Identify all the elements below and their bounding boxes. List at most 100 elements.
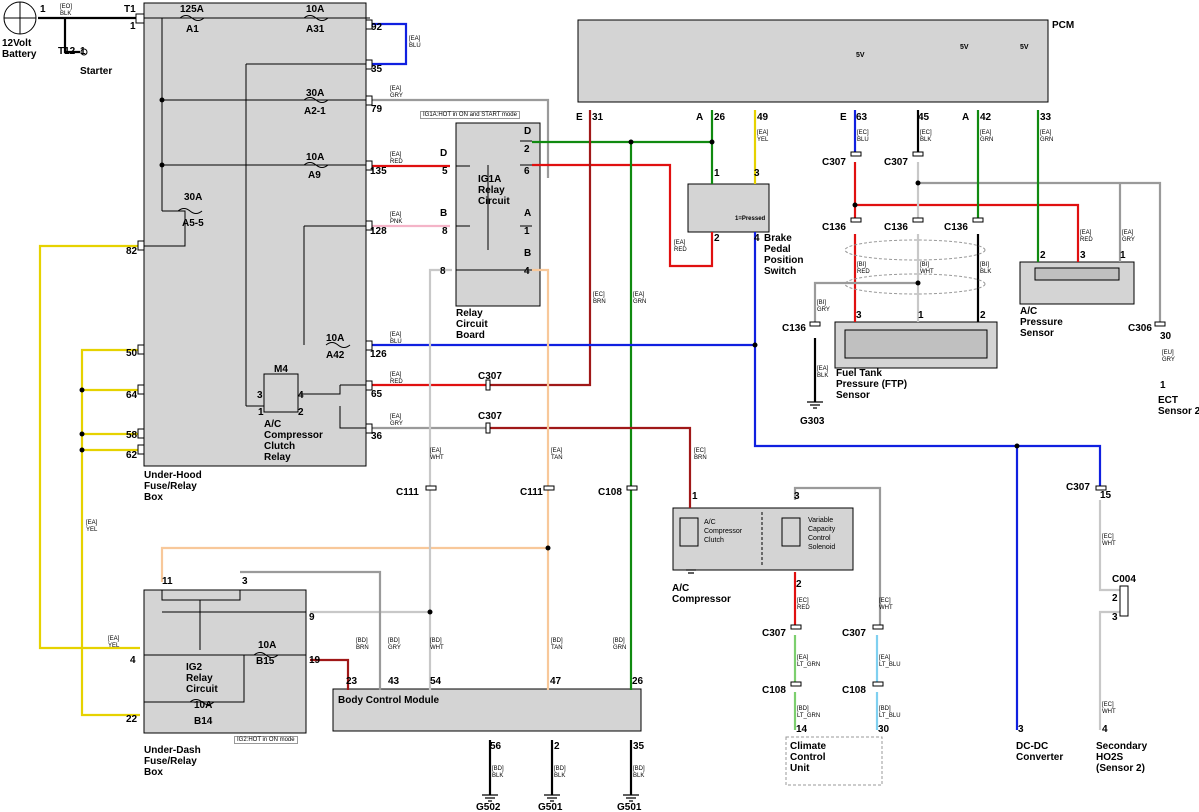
wl-ea-grn-1: [EA] GRN [633,292,647,305]
wire-gry-c136 [813,281,918,322]
battery-label-1: 12Volt [2,38,32,49]
c307-e: C307 [762,628,786,639]
ig1a-label-3: Circuit [478,196,510,207]
pin-128: 128 [370,226,387,237]
rb-pin-6: 6 [524,166,530,177]
pcm-pin-42: 42 [980,112,992,123]
ho2s-pin: 4 [1102,724,1108,735]
wl-ea-blu-2: [EA] BLU [390,332,402,345]
rb-pin-8: 8 [442,226,448,237]
brake-p4: 4 [754,233,760,244]
c111-b: C111 [520,487,543,498]
wl-ea-red-3: [EA] RED [674,240,687,253]
comp-p1: 1 [692,491,698,502]
brake-p2: 2 [714,233,720,244]
wl-ea-tan: [EA] TAN [551,448,563,461]
fuse-a9-amp: 10A [306,152,325,163]
dcdc-name-2: Converter [1016,752,1064,763]
wl-ea-yel-2: [EA] YEL [86,520,98,533]
starter-label: Starter [80,66,113,77]
c108-a: C108 [598,487,622,498]
battery-icon [3,1,37,35]
pcm-pin-63: 63 [856,112,868,123]
brake-name-4: Switch [764,266,797,277]
pin-35: 35 [371,64,383,75]
wire-brn-bcm23 [310,658,350,690]
fuse-b15-amp: 10A [258,640,277,651]
bcm-pin-43: 43 [388,676,400,687]
ect-conn: C306 [1128,323,1152,334]
rb-pin-B: B [440,208,448,219]
ho2s-name-1: Secondary [1096,741,1148,752]
ccu-name-2: Control [790,752,826,763]
wl-bd-brn: [BD] BRN [356,638,369,651]
connector-stubs [135,13,1166,687]
term-t12: T12 [58,46,76,57]
fuse-a21-amp: 30A [306,88,325,99]
pin-65: 65 [371,389,383,400]
pin-126: 126 [370,349,387,360]
acp-name-1: A/C [1020,306,1038,317]
ect-name-1: ECT [1158,395,1178,406]
pin-t12: 1 [80,46,86,57]
relay-m4-p3: 3 [257,390,263,401]
wl-ec-red: [EC] RED [797,598,810,611]
c307-c: C307 [822,157,846,168]
brake-name-2: Pedal [764,244,791,255]
wire-79-gry [370,98,550,178]
bcm-pin-35: 35 [633,741,645,752]
ccu-name-3: Unit [790,763,810,774]
compressor-name-1: A/C [672,583,690,594]
battery-pin-1: 1 [40,4,46,15]
wl-ea-wht: [EA] WHT [430,448,444,461]
under-dash-fuse-box [143,589,307,734]
brake-p3: 3 [754,168,760,179]
c111-a: C111 [396,487,419,498]
udfb-pin-11: 11 [162,576,173,587]
acp-p2: 2 [1040,250,1046,261]
c307-a: C307 [478,371,502,382]
wire-blu-dcdc [753,345,1102,490]
fuse-a1-id: A1 [186,24,199,35]
brake-p1: 1 [714,168,720,179]
relay-m4-p2: 2 [298,407,304,418]
uhfb-internal [144,17,370,429]
bcm-pin-54: 54 [430,676,442,687]
c307-b: C307 [478,411,502,422]
udfb-pin-9: 9 [309,612,315,623]
c108-c: C108 [842,685,866,696]
wire-comp-wht [793,486,882,625]
pin-36: 36 [371,431,383,442]
ftp-p2: 2 [980,310,986,321]
wire-126-blu [370,232,757,347]
wl-ea-ltblu: [EA] LT_BLU [879,655,901,668]
c307-d: C307 [884,157,908,168]
wl-ea-yel-3: [EA] YEL [108,636,120,649]
pin-62: 62 [126,450,138,461]
bcm-pin-2: 2 [554,741,560,752]
c004-p2: 2 [1112,593,1118,604]
wire-wht [428,268,452,690]
body-control-module-box [332,688,642,732]
fuse-a55-id: A5-5 [182,218,204,229]
wl-ea-yel-1: [EA] YEL [757,130,769,143]
rb-pin-B2: B [524,248,532,259]
comp-p3: 3 [794,491,800,502]
rb-pin-A: A [524,208,532,219]
wl-ea-pnk: [EA] PNK [390,212,403,225]
pcm-pin-A2: A [962,112,970,123]
relay-m4-name3: Clutch [264,441,296,452]
term-t1: T1 [124,4,136,15]
pcm-pin-A1: A [696,112,704,123]
pcm-pin-31: 31 [592,112,604,123]
bcm-name: Body Control Module [338,695,440,706]
wl-ec-wht-3: [EC] WHT [1102,702,1116,715]
udfb-pin-19: 19 [309,655,321,666]
wl-bd-ltgrn: [BD] LT_GRN [797,706,821,719]
c136-b: C136 [884,222,908,233]
acp-p3: 3 [1080,250,1086,261]
wl-ea-grn-2: [EA] GRN [980,130,994,143]
c307-f: C307 [842,628,866,639]
under-hood-fuse-box [143,2,367,467]
wl-bd-gry: [BD] GRY [388,638,401,651]
